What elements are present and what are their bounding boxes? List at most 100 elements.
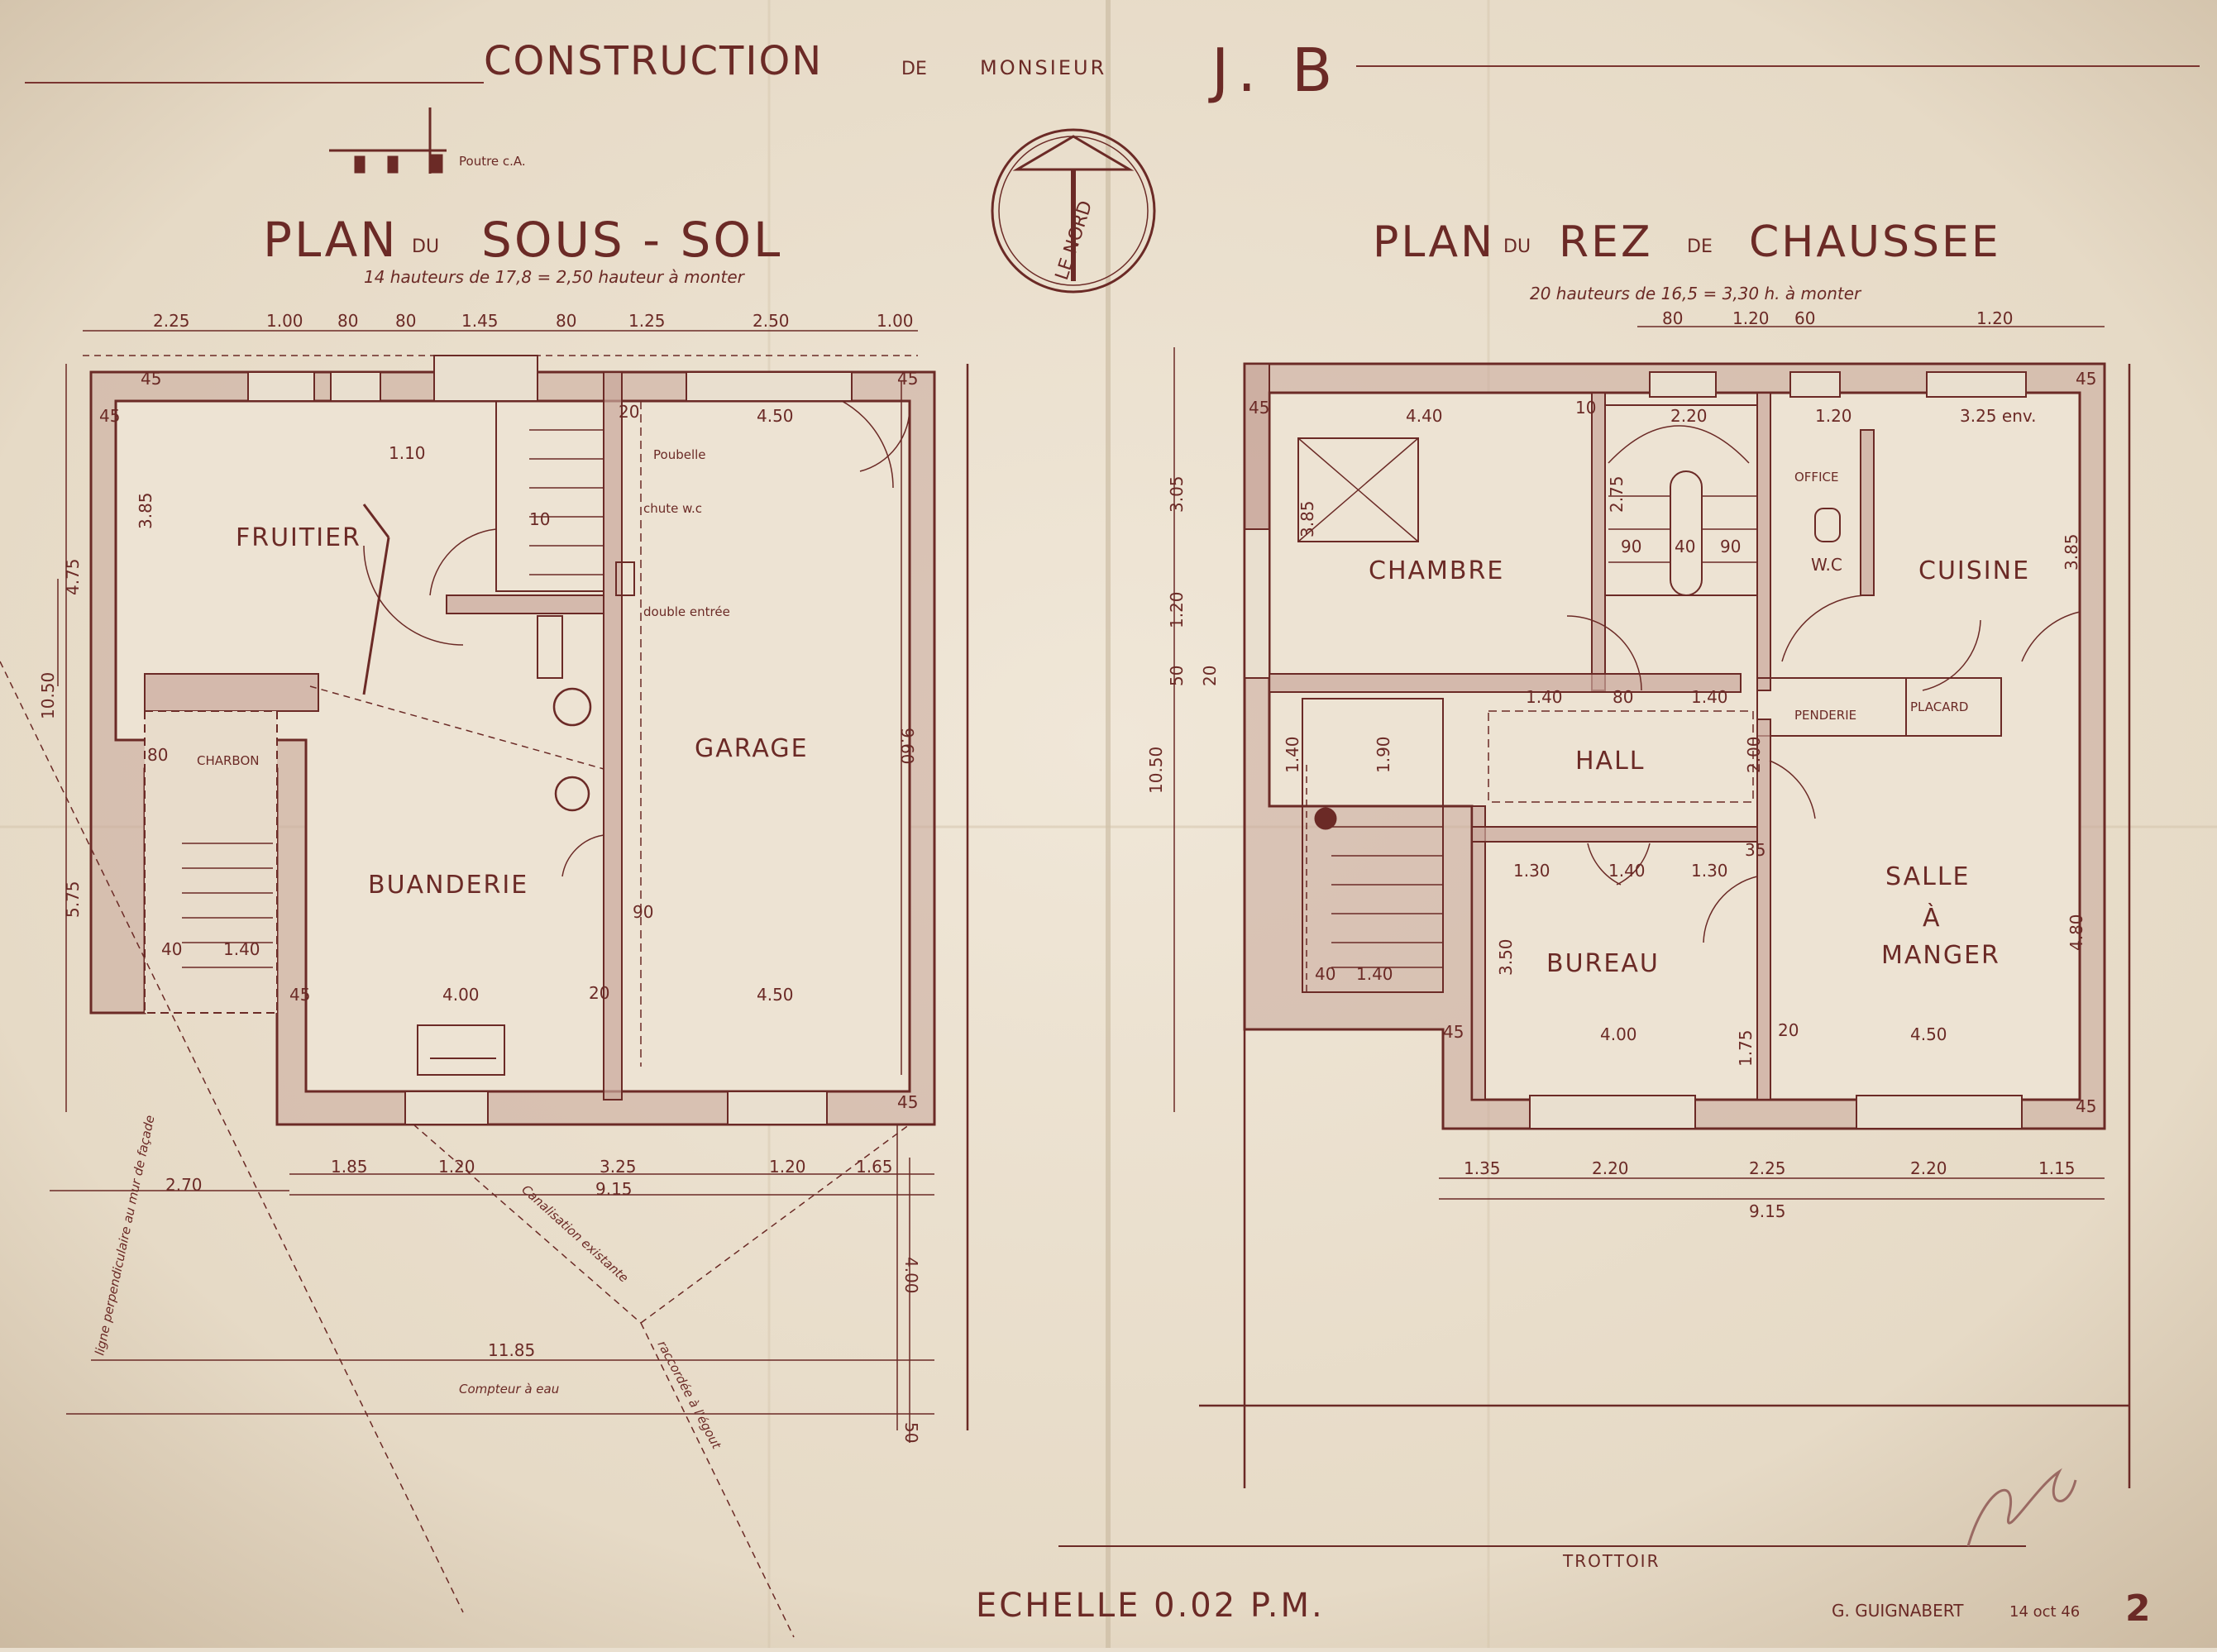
ground-dim-440: 4.40 [1406,406,1443,426]
basement-dim-top-1: 1.00 [266,311,303,331]
room-placard: PLACARD [1910,699,1968,714]
ground-dim-120: 1.20 [1815,406,1852,426]
ground-dim-130b: 1.30 [1691,861,1728,881]
ground-dim-bottom-1: 2.20 [1592,1158,1629,1178]
ground-dim-450: 4.50 [1910,1024,1947,1044]
basement-dim-bottom-2: 1.20 [438,1157,475,1177]
basement-title-name: SOUS - SOL [481,212,782,268]
basement-dim-bottom-0: 2.70 [165,1175,203,1195]
room-chambre: CHAMBRE [1369,556,1504,585]
basement-side-1050: 10.50 [38,672,58,719]
ground-title-du: DU [1503,236,1531,257]
note-poubelle: Poubelle [653,447,706,462]
ground-dim-top-2: 60 [1794,308,1815,328]
basement-dim-20b: 20 [589,983,609,1003]
basement-dim-top-5: 80 [556,311,576,331]
ground-dim-top-3: 1.20 [1976,308,2014,328]
trottoir-label: TROTTOIR [1562,1551,1660,1571]
basement-dim-top-3: 80 [395,311,416,331]
basement-dim-top-4: 1.45 [461,311,499,331]
sheet-footer: TROTTOIR ECHELLE 0.02 P.M. G. GUIGNABERT… [976,1468,2151,1630]
ground-dim-200: 2.00 [1744,736,1764,773]
ground-dim-45c: 45 [2076,369,2096,389]
ground-dim-top-0: 80 [1662,308,1683,328]
basement-dim-400: 4.00 [442,985,480,1005]
charbon-stair [144,710,278,1014]
room-office: OFFICE [1794,470,1838,485]
ground-side-50: 50 [1167,666,1187,686]
fruitier-wall [144,673,319,712]
ground-dim-175: 1.75 [1736,1029,1756,1067]
room-charbon: CHARBON [197,753,260,768]
ground-subtitle: 20 hauteurs de 16,5 = 3,30 h. à monter [1530,284,1862,303]
ground-title-chaussee: CHAUSSEE [1749,217,2001,267]
ground-plan [1058,326,2131,1547]
basement-dim-45e: 45 [897,1092,918,1112]
room-penderie: PENDERIE [1794,708,1856,723]
ground-side-120: 1.20 [1167,591,1187,628]
basement-dim-10: 10 [529,509,550,529]
ground-dim-325: 3.25 env. [1960,406,2037,426]
basement-dim-top-6: 1.25 [628,311,666,331]
title-de: DE [901,59,927,79]
ground-title-plan: PLAN [1373,217,1495,267]
room-hall: HALL [1575,747,1646,776]
ground-dim-80: 80 [1613,687,1633,707]
basement-dim-45d: 45 [897,369,918,389]
ground-dim-400: 4.00 [1600,1024,1637,1044]
garage-wall [603,371,623,1101]
room-fruitier: FRUITIER [236,523,361,552]
basement-dim-450b: 4.50 [757,985,794,1005]
ground-dim-45b: 45 [1443,1022,1464,1042]
basement-plan [0,330,969,1638]
basement-subtitle: 14 hauteurs de 17,8 = 2,50 hauteur à mon… [364,267,746,287]
sheet-title: CONSTRUCTION DE MONSIEUR J. B [25,36,2200,105]
date-label: 14 oct 46 [2009,1603,2080,1621]
basement-side-50: 50 [901,1422,921,1443]
ground-title-rez: REZ [1559,217,1653,267]
ground-dim-90b: 90 [1720,537,1741,556]
basement-dim-40: 40 [161,939,182,959]
ground-dim-20: 20 [1778,1020,1799,1040]
scale-label: ECHELLE 0.02 P.M. [976,1587,1325,1625]
basement-stair [495,400,604,592]
ground-dim-220: 2.20 [1670,406,1708,426]
room-buanderie: BUANDERIE [368,871,528,900]
ground-dim-top-1: 1.20 [1732,308,1770,328]
entrance-stair [1302,698,1444,993]
ground-dim-140c: 1.40 [1608,861,1646,881]
basement-side-475: 4.75 [63,558,83,595]
basement-inner-floor [114,399,911,1093]
basement-dim-45b: 45 [141,369,161,389]
ground-dim-10: 10 [1575,398,1596,418]
basement-dim-total: 9.15 [595,1179,633,1199]
basement-dim-140: 1.40 [223,939,260,959]
basement-dim-top-2: 80 [337,311,358,331]
basement-dim-90: 90 [633,902,653,922]
basement-dim-top-7: 2.50 [753,311,790,331]
ground-dim-40: 40 [1675,537,1695,556]
ground-dim-total: 9.15 [1749,1201,1786,1221]
ground-dim-140d: 1.40 [1283,736,1302,773]
ground-dim-190: 1.90 [1374,736,1393,773]
basement-dim-top-0: 2.25 [153,311,190,331]
title-construction: CONSTRUCTION [484,38,823,84]
sheet-number: 2 [2125,1588,2151,1630]
note-compteur: Compteur à eau [459,1382,559,1397]
room-wc: W.C [1811,555,1842,575]
ground-dim-140e: 1.40 [1356,964,1393,984]
ground-dim-40b: 40 [1315,964,1335,984]
ground-dim-45d: 45 [2076,1096,2096,1116]
room-salle-a: À [1923,903,1942,933]
ground-dim-350: 3.50 [1496,938,1516,976]
ground-dim-385b: 3.85 [2062,533,2081,571]
ground-dim-275: 2.75 [1607,475,1627,513]
basement-dim-bottom-3: 3.25 [600,1157,637,1177]
basement-title-plan: PLAN [263,212,399,268]
room-bureau: BUREAU [1546,949,1660,978]
basement-title: PLAN DU SOUS - SOL 14 hauteurs de 17,8 =… [263,212,782,287]
ground-dim-35: 35 [1745,840,1765,860]
ground-dim-bottom-3: 2.20 [1910,1158,1947,1178]
